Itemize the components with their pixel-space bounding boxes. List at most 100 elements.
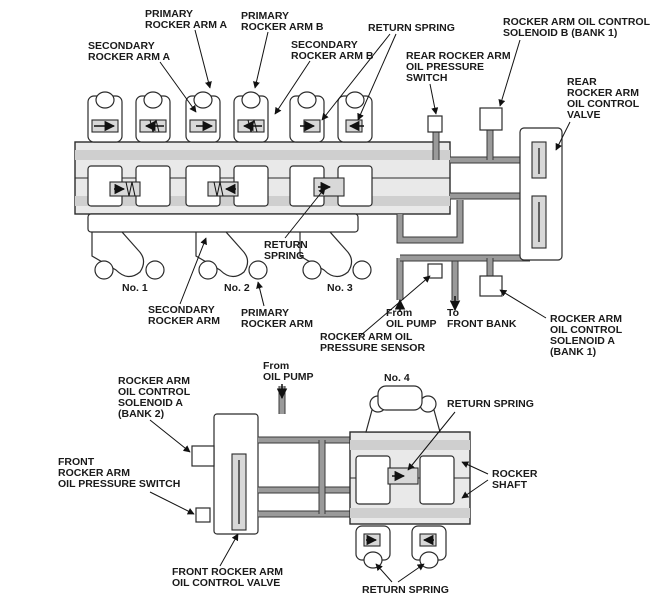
- label-return-spring-top: RETURN SPRING: [368, 22, 455, 34]
- label-to-front-l1: To: [447, 307, 459, 319]
- label-sec-rocker-l1: SECONDARY: [148, 304, 215, 316]
- svg-text:PRESSURE SENSOR: PRESSURE SENSOR: [320, 342, 425, 354]
- svg-text:OIL PUMP: OIL PUMP: [263, 371, 314, 383]
- label-front-valve-l2: OIL CONTROL VALVE: [172, 577, 280, 589]
- label-sol-a1-l3: SOLENOID A: [550, 335, 615, 347]
- label-prim-rocker-l2: ROCKER ARM: [241, 318, 313, 330]
- front-bank-labels: From OIL PUMP ROCKER ARM OIL CONTROL SOL…: [58, 360, 538, 596]
- label-prim-rocker-l1: PRIMARY: [241, 307, 289, 319]
- label-front-switch-l1: FRONT: [58, 456, 95, 468]
- svg-text:From: From: [386, 307, 412, 319]
- label-sol-a1-l1: ROCKER ARM: [550, 313, 622, 325]
- label-no2: No. 2: [224, 282, 250, 294]
- label-sol-a2-l2: OIL CONTROL: [118, 386, 191, 398]
- label-primary-a-l2: ROCKER ARM A: [145, 19, 227, 31]
- svg-text:SHAFT: SHAFT: [492, 479, 528, 491]
- label-sol-a1-l2: OIL CONTROL: [550, 324, 623, 336]
- solenoid-b-bank1: [479, 107, 503, 131]
- solenoid-a-bank2: [191, 445, 215, 467]
- svg-text:SECONDARY: SECONDARY: [88, 40, 155, 52]
- svg-text:PRIMARY: PRIMARY: [241, 10, 289, 22]
- label-sol-a2-l3: SOLENOID A: [118, 397, 183, 409]
- svg-text:OIL PRESSURE: OIL PRESSURE: [406, 61, 484, 73]
- label-rear-switch-l3: SWITCH: [406, 72, 447, 84]
- oil-pressure-sensor: [427, 263, 443, 279]
- label-return-spring-br: RETURN SPRING: [447, 398, 534, 410]
- label-primary-a-l1: PRIMARY: [145, 8, 193, 20]
- rear-lower-arm-bodies: [87, 165, 373, 207]
- label-return-spring-bottom: RETURN SPRING: [362, 584, 449, 596]
- label-no3: No. 3: [327, 282, 353, 294]
- label-front-valve-l1: FRONT ROCKER ARM: [172, 566, 283, 578]
- rear-oil-passages: [396, 120, 530, 300]
- label-primary-b-l1: PRIMARY: [241, 10, 289, 22]
- label-secondary-b-l1: SECONDARY: [291, 39, 358, 51]
- label-secondary-a-l1: SECONDARY: [88, 40, 155, 52]
- svg-text:ROCKER ARM: ROCKER ARM: [567, 87, 639, 99]
- label-sensor-l1: ROCKER ARM OIL: [320, 331, 413, 343]
- svg-text:ROCKER ARM OIL: ROCKER ARM OIL: [320, 331, 413, 343]
- svg-text:SOLENOID A: SOLENOID A: [118, 397, 183, 409]
- svg-text:ROCKER ARM B: ROCKER ARM B: [241, 21, 324, 33]
- svg-text:ROCKER ARM B: ROCKER ARM B: [291, 50, 374, 62]
- label-rear-valve-l3: OIL CONTROL: [567, 98, 640, 110]
- svg-text:ROCKER ARM A: ROCKER ARM A: [145, 19, 227, 31]
- svg-text:FRONT ROCKER ARM: FRONT ROCKER ARM: [172, 566, 283, 578]
- label-to-front-l2: FRONT BANK: [447, 318, 517, 330]
- svg-text:OIL PRESSURE SWITCH: OIL PRESSURE SWITCH: [58, 478, 180, 490]
- label-return-spring-mid-l2: SPRING: [264, 250, 304, 262]
- svg-text:ROCKER ARM: ROCKER ARM: [148, 315, 220, 327]
- label-solenoid-b-l1: ROCKER ARM OIL CONTROL: [503, 16, 651, 28]
- svg-text:REAR ROCKER ARM: REAR ROCKER ARM: [406, 50, 511, 62]
- rear-upper-rocker-arms: [87, 91, 373, 143]
- label-rocker-shaft-l1: ROCKER: [492, 468, 538, 480]
- label-no4: No. 4: [384, 372, 410, 384]
- svg-text:ROCKER ARM: ROCKER ARM: [241, 318, 313, 330]
- label-from-pump-bottom-l2: OIL PUMP: [263, 371, 314, 383]
- rear-bottom-rocker-arms: [87, 213, 372, 280]
- svg-text:OIL PUMP: OIL PUMP: [386, 318, 437, 330]
- label-from-pump-top-l1: From: [386, 307, 412, 319]
- rear-oil-pressure-switch: [427, 115, 443, 133]
- svg-text:SPRING: SPRING: [264, 250, 304, 262]
- svg-text:ROCKER ARM OIL CONTROL: ROCKER ARM OIL CONTROL: [503, 16, 651, 28]
- svg-text:OIL CONTROL: OIL CONTROL: [118, 386, 191, 398]
- svg-text:SWITCH: SWITCH: [406, 72, 447, 84]
- front-oil-pressure-switch: [195, 507, 211, 523]
- svg-text:RETURN: RETURN: [264, 239, 308, 251]
- svg-text:ROCKER ARM: ROCKER ARM: [550, 313, 622, 325]
- label-primary-b-l2: ROCKER ARM B: [241, 21, 324, 33]
- rear-control-valve-housing: [519, 127, 563, 261]
- svg-text:ROCKER ARM: ROCKER ARM: [118, 375, 190, 387]
- label-rear-valve-l2: ROCKER ARM: [567, 87, 639, 99]
- label-front-switch-l3: OIL PRESSURE SWITCH: [58, 478, 180, 490]
- label-from-pump-top-l2: OIL PUMP: [386, 318, 437, 330]
- svg-text:To: To: [447, 307, 459, 319]
- label-secondary-b-l2: ROCKER ARM B: [291, 50, 374, 62]
- label-rear-valve-l1: REAR: [567, 76, 597, 88]
- svg-text:PRIMARY: PRIMARY: [241, 307, 289, 319]
- svg-text:FRONT BANK: FRONT BANK: [447, 318, 517, 330]
- rear-bank-labels: PRIMARY ROCKER ARM A PRIMARY ROCKER ARM …: [88, 8, 651, 358]
- label-rocker-shaft-l2: SHAFT: [492, 479, 528, 491]
- label-front-switch-l2: ROCKER ARM: [58, 467, 130, 479]
- svg-text:ROCKER ARM: ROCKER ARM: [58, 467, 130, 479]
- svg-text:FRONT: FRONT: [58, 456, 95, 468]
- svg-text:(BANK 2): (BANK 2): [118, 408, 164, 420]
- label-rear-switch-l2: OIL PRESSURE: [406, 61, 484, 73]
- svg-text:OIL CONTROL VALVE: OIL CONTROL VALVE: [172, 577, 280, 589]
- svg-text:SOLENOID A: SOLENOID A: [550, 335, 615, 347]
- label-sol-a1-l4: (BANK 1): [550, 346, 596, 358]
- svg-text:VALVE: VALVE: [567, 109, 600, 121]
- label-solenoid-b-l2: SOLENOID B (BANK 1): [503, 27, 617, 39]
- label-from-pump-bottom-l1: From: [263, 360, 289, 372]
- svg-text:SECONDARY: SECONDARY: [148, 304, 215, 316]
- rear-bank-leaders: [159, 29, 571, 337]
- label-sec-rocker-l2: ROCKER ARM: [148, 315, 220, 327]
- label-secondary-a-l2: ROCKER ARM A: [88, 51, 170, 63]
- label-sol-a2-l4: (BANK 2): [118, 408, 164, 420]
- svg-text:From: From: [263, 360, 289, 372]
- label-return-spring-mid-l1: RETURN: [264, 239, 308, 251]
